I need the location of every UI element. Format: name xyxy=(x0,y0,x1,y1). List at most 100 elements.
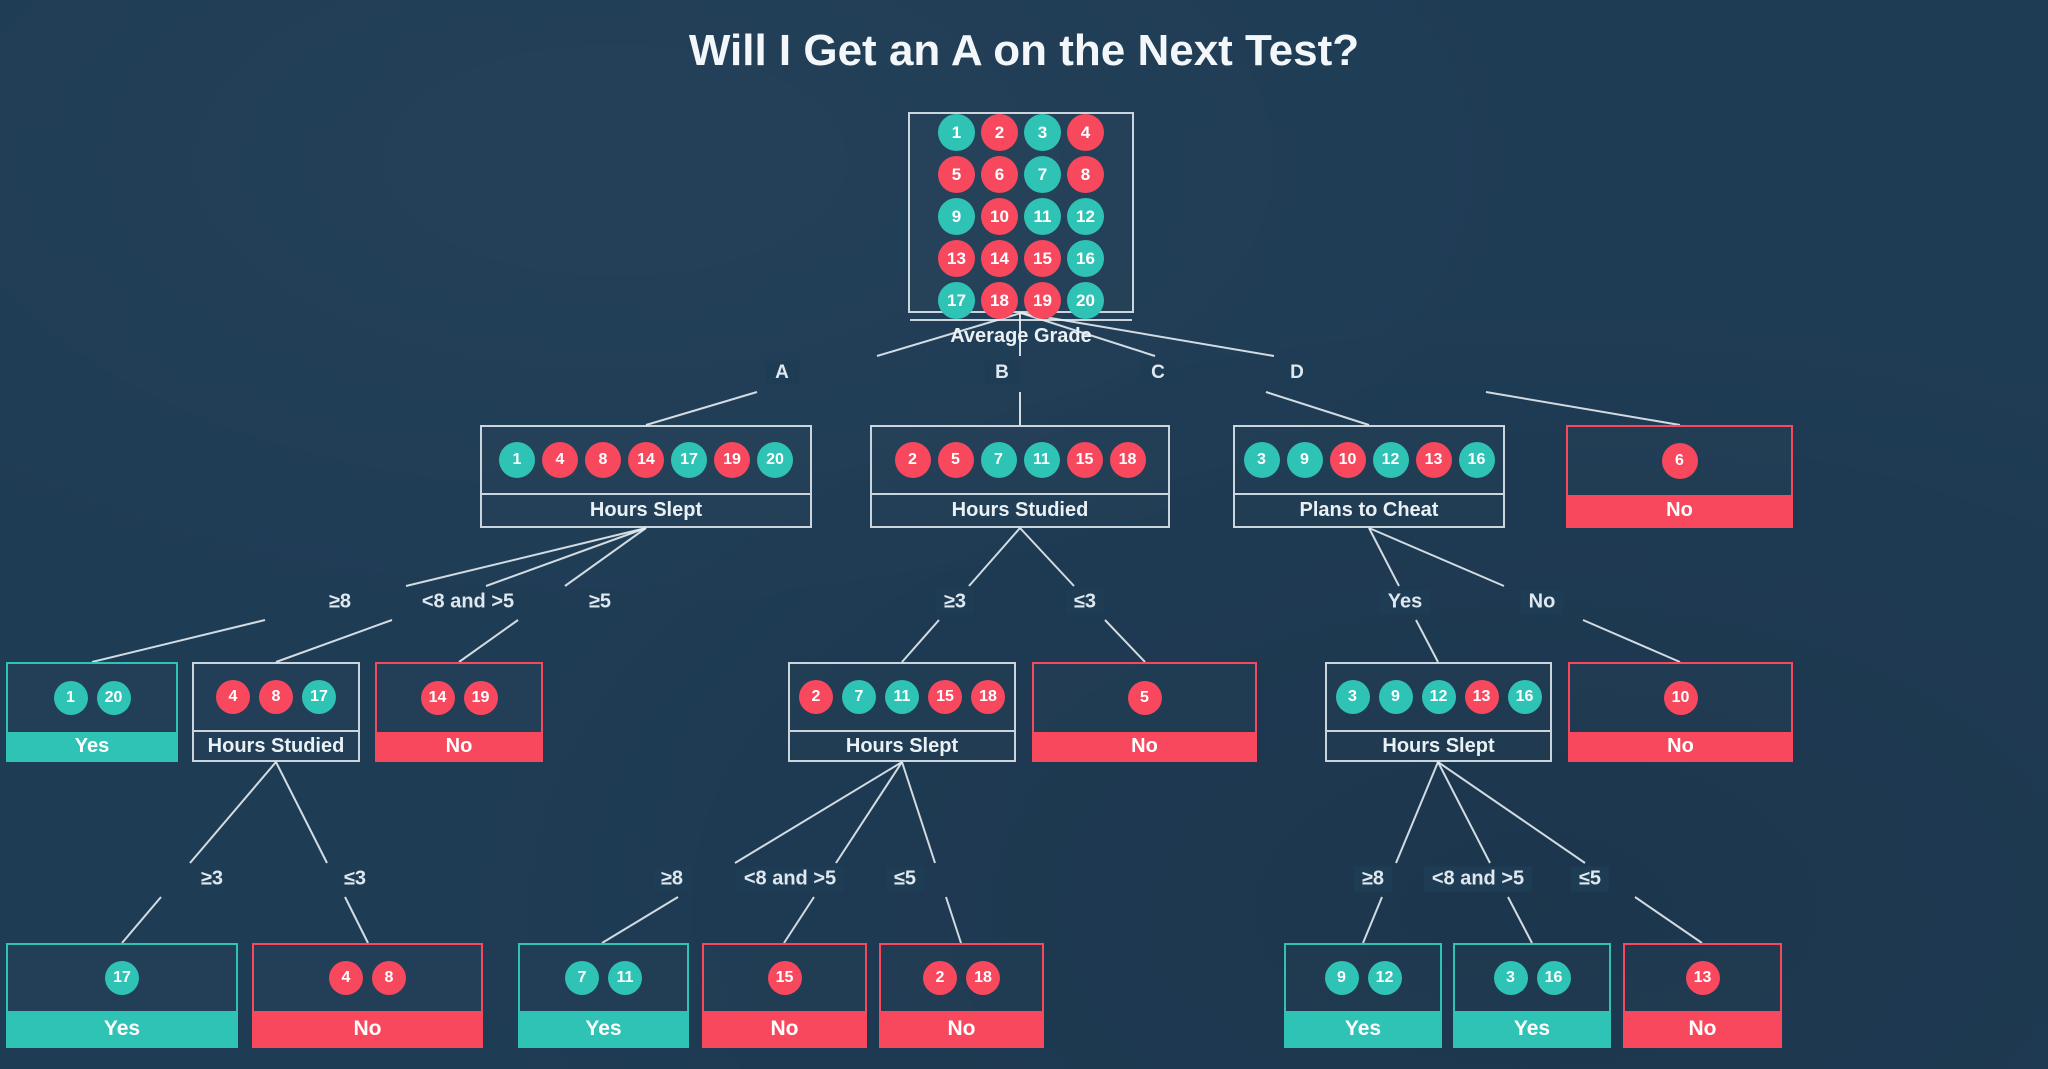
student-dot-11: 11 xyxy=(885,680,919,714)
student-dot-4: 4 xyxy=(542,442,578,478)
branch-label-mid-between: <8 and >5 xyxy=(735,866,845,892)
student-dot-5: 5 xyxy=(938,156,975,193)
label-no-13: No xyxy=(1625,1011,1780,1046)
student-dot-8: 8 xyxy=(259,680,293,714)
label-yes-17: Yes xyxy=(8,1011,236,1046)
student-dot-7: 7 xyxy=(1024,156,1061,193)
label-no-2-18: No xyxy=(881,1011,1042,1046)
student-dot-16: 16 xyxy=(1536,961,1571,995)
branch-label-studied-ge3: ≥3 xyxy=(935,589,975,615)
student-dot-4: 4 xyxy=(216,680,250,714)
student-dot-17: 17 xyxy=(938,282,975,319)
branch-label-slept-between: <8 and >5 xyxy=(413,589,523,615)
student-dot-4: 4 xyxy=(329,961,363,995)
student-dot-19: 19 xyxy=(1024,282,1061,319)
student-dot-19: 19 xyxy=(714,442,750,478)
dots-no-5: 5 xyxy=(1034,664,1255,732)
student-dot-20: 20 xyxy=(757,442,793,478)
student-dot-14: 14 xyxy=(628,442,664,478)
student-dot-15: 15 xyxy=(928,680,962,714)
label-yes-1-20: Yes xyxy=(8,732,176,760)
student-dot-2: 2 xyxy=(923,961,957,995)
label-hours-studied-b: Hours Studied xyxy=(872,493,1168,526)
branch-label-b: B xyxy=(985,361,1019,385)
student-dot-10: 10 xyxy=(1663,681,1698,715)
student-dot-2: 2 xyxy=(894,442,931,478)
label-no-15: No xyxy=(704,1011,865,1046)
branch-label-left-ge3: ≥3 xyxy=(192,866,232,892)
student-dot-5: 5 xyxy=(937,442,974,478)
student-dot-16: 16 xyxy=(1507,680,1542,714)
dots-no-15: 15 xyxy=(704,945,865,1011)
leaf-no-grade-d: 6 No xyxy=(1566,425,1793,528)
student-dot-11: 11 xyxy=(608,961,642,995)
student-dot-13: 13 xyxy=(1464,680,1499,714)
student-dot-5: 5 xyxy=(1127,681,1162,715)
student-dot-9: 9 xyxy=(938,198,975,235)
label-hours-slept-mid: Hours Slept xyxy=(790,730,1014,760)
student-dot-20: 20 xyxy=(96,681,131,715)
student-dot-11: 11 xyxy=(1024,198,1061,235)
branch-label-cheat-yes: Yes xyxy=(1379,589,1431,615)
branch-label-right-ge8: ≥8 xyxy=(1353,866,1393,892)
label-no-14-19: No xyxy=(377,732,541,760)
student-dot-13: 13 xyxy=(1685,961,1720,995)
student-dot-11: 11 xyxy=(1023,442,1060,478)
student-dot-1: 1 xyxy=(53,681,88,715)
student-dot-13: 13 xyxy=(938,240,975,277)
label-no-5: No xyxy=(1034,732,1255,760)
student-dot-4: 4 xyxy=(1067,114,1104,151)
student-dot-9: 9 xyxy=(1378,680,1413,714)
student-dot-15: 15 xyxy=(1024,240,1061,277)
branch-label-left-le3: ≤3 xyxy=(335,866,375,892)
branch-label-mid-le5: ≤5 xyxy=(885,866,925,892)
student-dot-9: 9 xyxy=(1286,442,1323,478)
student-dot-2: 2 xyxy=(799,680,833,714)
student-dot-8: 8 xyxy=(1067,156,1104,193)
student-dot-9: 9 xyxy=(1324,961,1359,995)
branch-label-c: C xyxy=(1141,361,1175,385)
page-title: Will I Get an A on the Next Test? xyxy=(688,26,1360,75)
student-dot-14: 14 xyxy=(981,240,1018,277)
label-yes-3-16: Yes xyxy=(1455,1011,1609,1046)
leaf-no-13: 13 No xyxy=(1623,943,1782,1048)
student-dot-3: 3 xyxy=(1243,442,1280,478)
branch-label-a: A xyxy=(765,361,799,385)
branch-label-cheat-no: No xyxy=(1520,589,1564,615)
label-yes-9-12: Yes xyxy=(1286,1011,1440,1046)
label-yes-7-11: Yes xyxy=(520,1011,687,1046)
student-dot-18: 18 xyxy=(966,961,1000,995)
label-hours-slept-a: Hours Slept xyxy=(482,493,810,526)
student-dot-12: 12 xyxy=(1067,198,1104,235)
student-dot-16: 16 xyxy=(1067,240,1104,277)
label-hours-slept-right: Hours Slept xyxy=(1327,730,1550,760)
student-dot-14: 14 xyxy=(420,681,455,715)
student-dot-10: 10 xyxy=(1329,442,1366,478)
leaf-no-10: 10 No xyxy=(1568,662,1793,762)
student-dot-16: 16 xyxy=(1458,442,1495,478)
dots-no-grade-d: 6 xyxy=(1568,427,1791,495)
branch-label-slept-ge5: ≥5 xyxy=(580,589,620,615)
student-dot-15: 15 xyxy=(1066,442,1103,478)
